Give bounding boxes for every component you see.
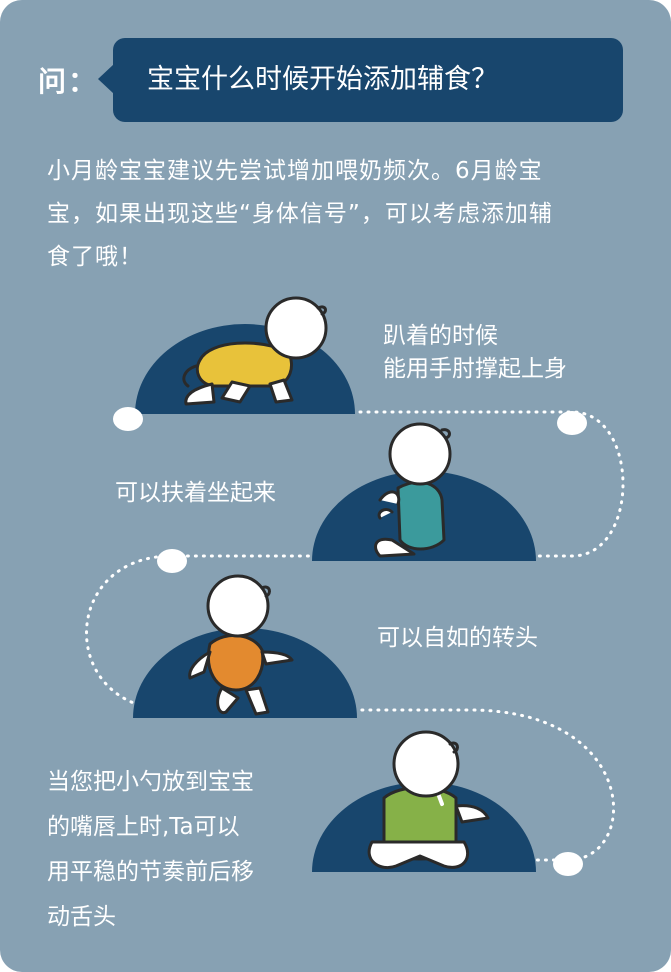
signal-line: 动舌头: [47, 904, 116, 930]
signal-line: 的嘴唇上时,Ta可以: [47, 814, 240, 840]
question-text: 宝宝什么时候开始添加辅食？: [147, 64, 498, 95]
signal-line: 可以自如的转头: [377, 625, 538, 651]
signal-line: 可以扶着坐起来: [115, 480, 276, 506]
path-dot: [557, 411, 587, 435]
intro-line: 小月龄宝宝建议先尝试增加喂奶频次。6月龄宝: [47, 158, 543, 184]
path-dot: [553, 852, 583, 876]
intro-paragraph: 小月龄宝宝建议先尝试增加喂奶频次。6月龄宝 宝，如果出现这些“身体信号”，可以考…: [47, 150, 637, 279]
question-bubble: 宝宝什么时候开始添加辅食？: [98, 38, 623, 122]
question-prefix: 问：: [38, 65, 99, 98]
turning-head-baby-icon: [188, 574, 294, 716]
baby-with-spoon-icon: [367, 730, 490, 869]
signal-label-tongue: 当您把小勺放到宝宝 的嘴唇上时,Ta可以 用平稳的节奏前后移 动舌头: [47, 760, 254, 940]
signal-line: 当您把小勺放到宝宝: [47, 769, 254, 795]
intro-line: 食了哦！: [47, 244, 143, 270]
dotted-path: [85, 410, 625, 862]
intro-line: 宝，如果出现这些“身体信号”，可以考虑添加辅: [47, 201, 553, 227]
signal-line: 用平稳的节奏前后移: [47, 859, 254, 885]
path-dot: [157, 549, 187, 573]
sitting-baby-icon: [374, 422, 452, 558]
crawling-baby-icon: [182, 296, 328, 406]
signal-line: 能用手肘撑起上身: [383, 356, 567, 382]
signal-label-crawling: 趴着的时候 能用手肘撑起上身: [383, 320, 567, 386]
path-dot: [113, 407, 143, 431]
signal-label-sitting: 可以扶着坐起来: [115, 477, 276, 510]
signal-line: 趴着的时候: [383, 323, 498, 349]
signal-label-turning-head: 可以自如的转头: [377, 622, 538, 655]
